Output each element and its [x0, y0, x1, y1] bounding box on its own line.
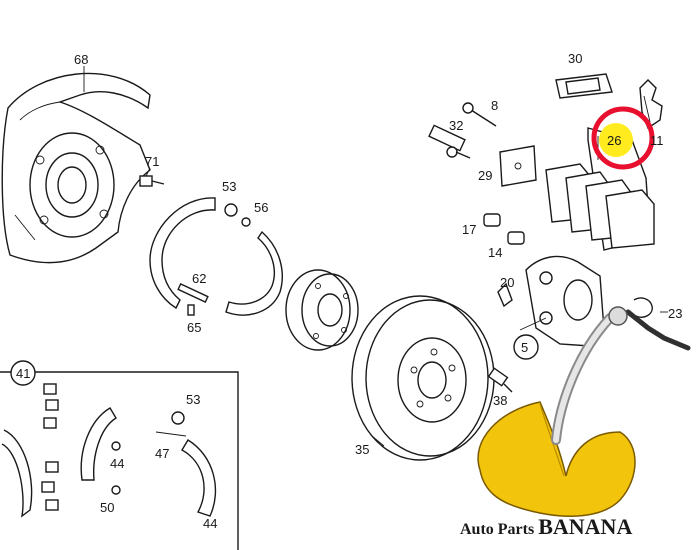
pin-8 [462, 102, 497, 127]
label-11: 11 [650, 133, 664, 148]
wheel-hub [285, 269, 359, 351]
label-14: 14 [488, 245, 502, 260]
label-71: 71 [145, 154, 159, 169]
watermark-text-part1: Auto Parts [460, 521, 538, 538]
shim-29 [499, 145, 537, 187]
label-8: 8 [491, 98, 498, 113]
bolt-38 [487, 367, 513, 393]
label-53a: 53 [222, 179, 236, 194]
label-41: 41 [16, 366, 30, 381]
label-20: 20 [500, 275, 514, 290]
label-65: 65 [187, 320, 201, 335]
inset-bolts [41, 383, 187, 511]
label-56: 56 [254, 200, 268, 215]
brake-caliper [497, 255, 605, 360]
label-38: 38 [493, 393, 507, 408]
bolt-32 [428, 124, 471, 159]
label-26: 26 [607, 133, 621, 148]
label-35: 35 [355, 442, 369, 457]
label-47: 47 [155, 446, 169, 461]
label-23: 23 [668, 306, 682, 321]
banana-logo [477, 306, 691, 517]
label-29: 29 [478, 168, 492, 183]
label-50: 50 [100, 500, 114, 515]
part-labels: 68 71 53 56 62 65 30 8 32 29 26 11 17 14… [16, 51, 682, 531]
wear-sensor-23 [633, 297, 668, 318]
label-68: 68 [74, 52, 88, 67]
label-53b: 53 [186, 392, 200, 407]
label-5: 5 [521, 340, 528, 355]
brake-pad-set [545, 127, 655, 251]
watermark-text: Auto Parts BANANA [460, 514, 632, 539]
label-44b: 44 [203, 516, 217, 531]
pad-spring-30 [555, 73, 613, 99]
watermark-text-part2: BANANA [538, 514, 632, 539]
bolt-71 [139, 167, 165, 187]
inset-detail-41 [0, 360, 239, 550]
dust-shield [1, 66, 151, 264]
highlight-26 [591, 106, 655, 170]
label-30: 30 [568, 51, 582, 66]
brake-disc [351, 295, 495, 461]
parking-brake-shoes [149, 197, 283, 316]
label-17: 17 [462, 222, 476, 237]
bushes-17-14 [483, 213, 525, 245]
label-32: 32 [449, 118, 463, 133]
label-44a: 44 [110, 456, 124, 471]
label-62: 62 [192, 271, 206, 286]
